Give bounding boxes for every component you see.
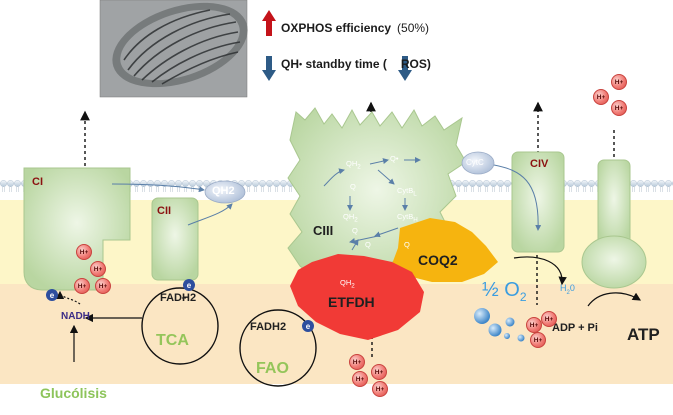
nadh-label: NADH: [61, 311, 90, 322]
coq2-label: COQ2: [418, 252, 458, 268]
atp-label: ATP: [627, 325, 660, 344]
qh2-etfdh-label: QH2: [340, 278, 355, 290]
proton-bubble: H+: [526, 317, 542, 333]
atp-synthase-shape: [581, 159, 647, 289]
complex-iv-label: CIV: [530, 158, 549, 170]
water-label: H20: [560, 283, 575, 296]
ros-down-arrow-icon: [398, 56, 412, 81]
tca-label: TCA: [156, 332, 189, 349]
qh-label-prefix: QH: [281, 57, 299, 71]
glycolysis-label: Glucólisis: [40, 385, 107, 401]
electron-bubble: e: [302, 320, 314, 332]
fadh2-cii-label: FADH2: [160, 292, 197, 304]
adp-pi-label: ADP + Pi: [552, 322, 598, 334]
half-o2-label: ½ O2: [482, 279, 527, 304]
oxphos-value: (50%): [397, 21, 430, 35]
q-mid-label: Q: [352, 226, 358, 235]
complex-iii-label: CIII: [313, 223, 334, 238]
proton-bubble: H+: [371, 364, 387, 380]
proton-bubble: H+: [95, 278, 111, 294]
complex-iv-shape: [511, 151, 565, 253]
tca-cycle-circle: [141, 287, 219, 365]
cytbh-label: CytBH: [397, 212, 418, 224]
qh2-top-label: QH2: [346, 159, 361, 171]
q-left-label: Q: [350, 182, 356, 191]
oxphos-up-arrow-icon: [262, 10, 276, 36]
legend-qh-standby: QH • standby time ( ROS): [281, 57, 431, 71]
fao-label: FAO: [256, 360, 289, 377]
proton-bubble: H+: [90, 261, 106, 277]
complex-i-shape: [23, 167, 131, 291]
q-bottom-right-label: Q: [404, 240, 410, 249]
electron-bubble: e: [183, 279, 195, 291]
proton-bubble: H+: [76, 244, 92, 260]
etfdh-shape: [290, 254, 424, 340]
proton-bubble: H+: [593, 89, 609, 105]
qh-label-suffix: standby time (: [302, 57, 387, 71]
proton-bubble: H+: [611, 100, 627, 116]
proton-bubble: H+: [530, 332, 546, 348]
qh2-mid-label: QH2: [343, 212, 358, 224]
electron-flow-arrows: [111, 157, 542, 251]
electron-bubble: e: [46, 289, 58, 301]
cytbl-label: CytBL: [397, 186, 417, 198]
proton-bubble: H+: [372, 381, 388, 397]
qh-down-arrow-icon: [262, 56, 276, 81]
oxygen-bubbles: [474, 308, 525, 342]
mitochondrion-micrograph: [99, 0, 248, 98]
etfdh-label: ETFDH: [328, 294, 375, 310]
qh2-carrier-shape: [204, 180, 246, 204]
q-bottom-left-label: Q: [365, 240, 371, 249]
qh-superscript: •: [299, 59, 303, 69]
proton-bubble: H+: [352, 371, 368, 387]
complex-ii-shape: [151, 197, 199, 281]
complex-ii-label: CII: [157, 205, 172, 217]
proton-bubble: H+: [611, 74, 627, 90]
cytc-label: CytC: [466, 158, 484, 167]
metabolic-arrows: [55, 256, 642, 362]
qh2-carrier-label: QH2: [212, 185, 235, 197]
q-radical-label: Q•: [390, 154, 399, 163]
coq2-shape: [392, 218, 498, 282]
proton-bubble: H+: [541, 311, 557, 327]
ros-label: ROS): [400, 57, 431, 71]
fadh2-fao-label: FADH2: [250, 321, 287, 333]
complex-i-label: CI: [32, 176, 43, 188]
proton-bubble: H+: [349, 354, 365, 370]
legend-oxphos: OXPHOS efficiency (50%): [281, 21, 429, 35]
cytc-shape: [461, 151, 495, 175]
oxphos-label: OXPHOS efficiency: [281, 21, 392, 35]
fao-cycle-circle: [239, 309, 317, 387]
proton-bubble: H+: [74, 278, 90, 294]
